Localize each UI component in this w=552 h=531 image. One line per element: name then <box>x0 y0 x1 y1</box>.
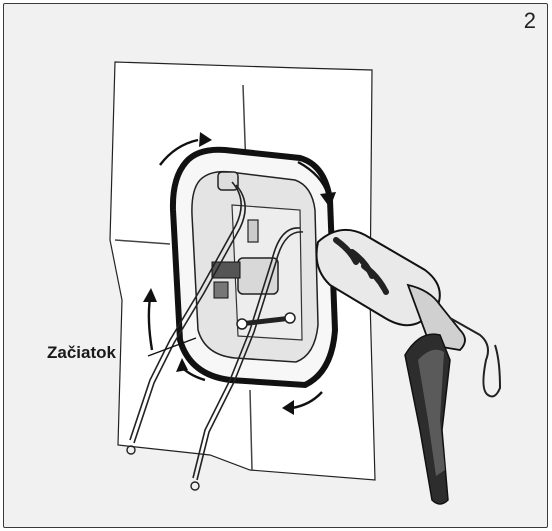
valve-stem <box>248 220 258 242</box>
start-point-label: Začiatok <box>47 343 116 363</box>
wall-box <box>173 150 335 385</box>
top-fitting <box>218 172 238 190</box>
step-number: 2 <box>524 8 536 34</box>
